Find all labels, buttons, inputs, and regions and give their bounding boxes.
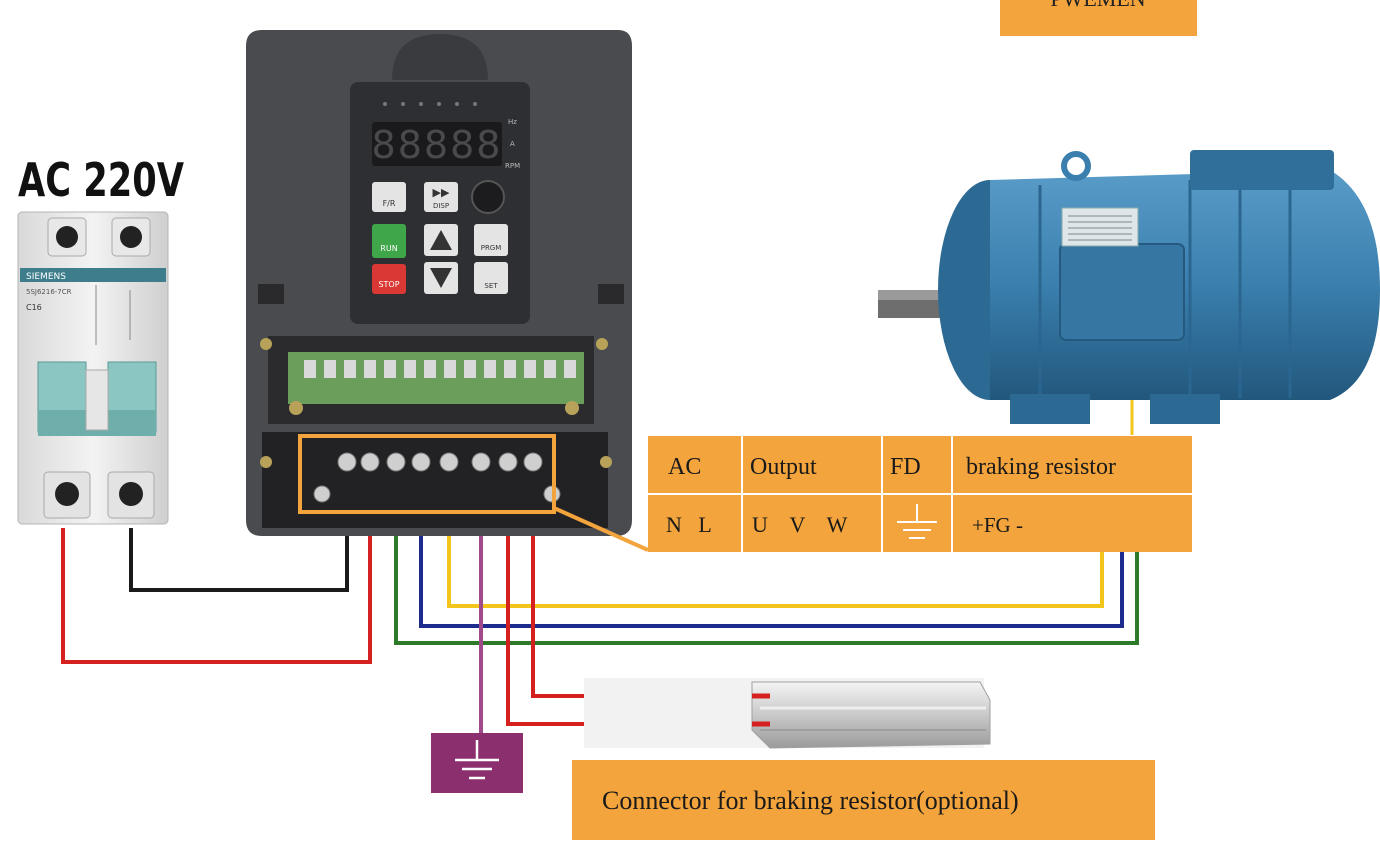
vfd-key-run-label: RUN bbox=[380, 244, 397, 253]
braking-connector-label-box: Connector for braking resistor(optional) bbox=[572, 760, 1155, 840]
vfd-key-stop-label: STOP bbox=[378, 280, 399, 289]
terminal-label-table: AC Output FD braking resistor N L U V W … bbox=[648, 436, 1192, 552]
vfd-key-fwd-rev: F/R bbox=[372, 182, 406, 212]
terminal-highlight-frame bbox=[298, 434, 556, 514]
braking-connector-label: Connector for braking resistor(optional) bbox=[602, 786, 1019, 815]
motor bbox=[878, 150, 1380, 424]
vfd-key-disp: ▶▶ DISP bbox=[424, 182, 458, 212]
svg-text:▶▶: ▶▶ bbox=[433, 186, 450, 199]
wire-blue-motor bbox=[419, 468, 1124, 628]
breaker-rating: C16 bbox=[26, 303, 42, 312]
breaker-model: 5SJ6216-7CR bbox=[26, 288, 72, 296]
top-label-box: PWEMEN bbox=[1000, 0, 1197, 36]
vfd-potentiometer-knob bbox=[471, 180, 505, 214]
braking-resistor bbox=[584, 678, 991, 749]
ground-terminal-box bbox=[431, 733, 523, 793]
wires bbox=[61, 378, 1139, 735]
top-label-text: PWEMEN bbox=[1050, 0, 1145, 11]
leader-line bbox=[553, 506, 649, 552]
header-fd: FD bbox=[890, 454, 921, 480]
vfd-unit: Hz A RPM 88888 F/R ▶▶ DISP RUN bbox=[246, 30, 649, 552]
vfd-indicator-a: A bbox=[510, 140, 515, 148]
vfd-key-prgm-label: PRGM bbox=[481, 244, 502, 252]
up-arrow-icon bbox=[430, 230, 452, 250]
vfd-key-set: SET bbox=[474, 262, 508, 294]
breaker-brand: SIEMENS bbox=[26, 272, 66, 282]
wire-yellow-motor bbox=[447, 468, 1104, 608]
header-braking-resistor: braking resistor bbox=[966, 454, 1116, 480]
wire-red-mains bbox=[61, 468, 372, 664]
cell-braking-terminals: +FG - bbox=[972, 513, 1023, 537]
vfd-key-fwd-rev-label: F/R bbox=[383, 199, 396, 208]
cell-output-terminals: U V W bbox=[752, 512, 848, 537]
vfd-key-set-label: SET bbox=[484, 282, 498, 290]
vfd-key-down bbox=[424, 262, 458, 294]
power-supply-label: AC 220V bbox=[18, 153, 184, 207]
ground-symbol-icon bbox=[897, 504, 937, 539]
cell-ac-terminals: N L bbox=[666, 512, 712, 537]
header-output: Output bbox=[750, 454, 817, 480]
vfd-key-up bbox=[424, 224, 458, 256]
vfd-indicator-hz: Hz bbox=[508, 118, 517, 126]
header-ac: AC bbox=[668, 454, 701, 480]
vfd-key-stop: STOP bbox=[372, 264, 406, 294]
circuit-breaker: SIEMENS 5SJ6216-7CR C16 bbox=[17, 211, 169, 525]
down-arrow-icon bbox=[430, 268, 452, 288]
wire-green-motor bbox=[394, 468, 1139, 645]
vfd-key-prgm: PRGM bbox=[474, 224, 508, 256]
vfd-key-disp-label: DISP bbox=[433, 202, 449, 210]
vfd-led-display: 88888 bbox=[372, 123, 503, 167]
earth-ground-icon bbox=[455, 740, 499, 780]
vfd-key-run: RUN bbox=[372, 224, 406, 258]
vfd-indicator-rpm: RPM bbox=[505, 162, 520, 170]
